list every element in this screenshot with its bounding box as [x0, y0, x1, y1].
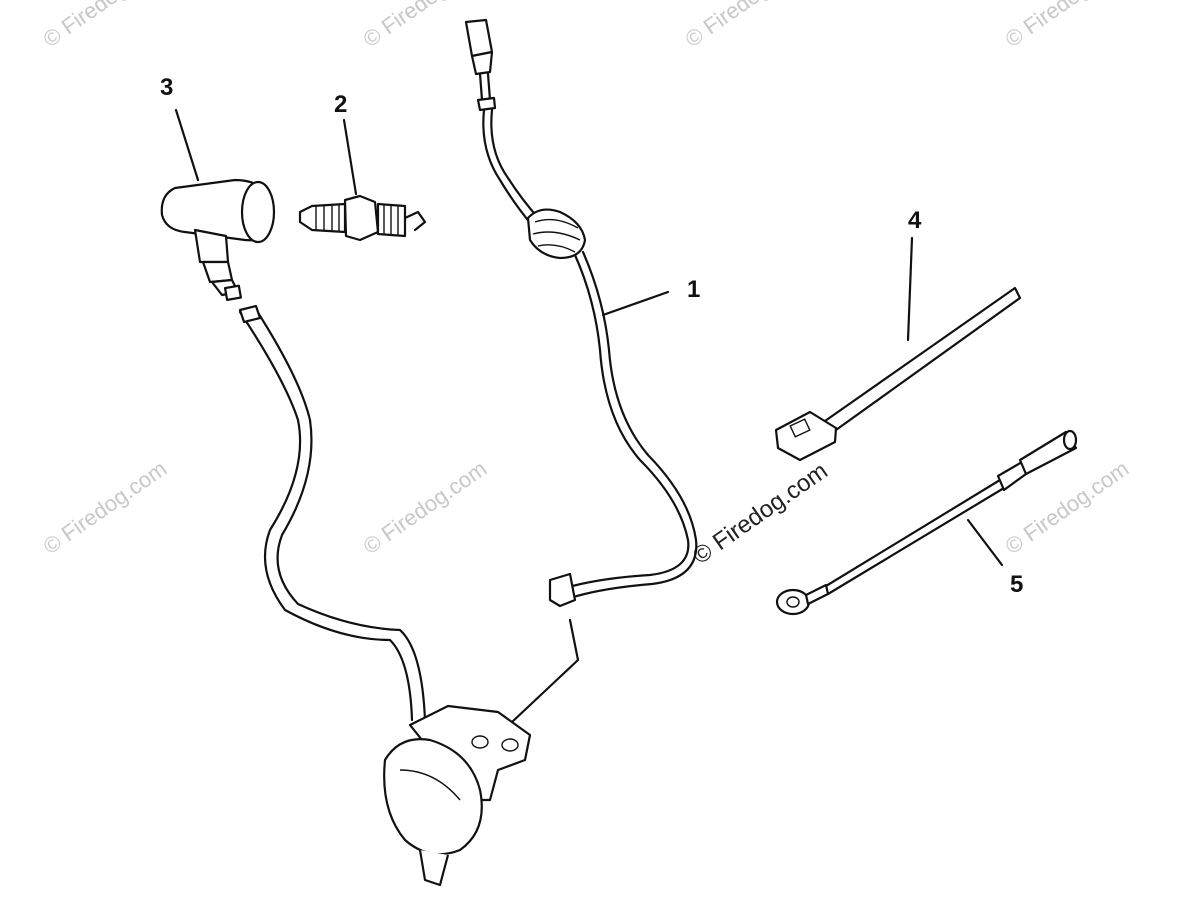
ground-wire	[775, 429, 1078, 616]
watermark-top-3: © Firedog.com	[681, 0, 814, 52]
ignition-wire-harness	[464, 18, 698, 724]
watermark-top-1: © Firedog.com	[39, 0, 172, 52]
spark-plug	[298, 194, 427, 242]
watermark-mid-1: © Firedog.com	[39, 456, 172, 559]
callout-1: 1	[687, 276, 700, 303]
callout-4: 4	[908, 207, 922, 234]
high-tension-lead	[238, 304, 427, 722]
callout-labels: 1 2 3 4 5	[160, 74, 1023, 598]
callout-5: 5	[1010, 571, 1023, 598]
watermark-center: © Firedog.com	[688, 457, 833, 570]
spark-plug-cap	[160, 178, 276, 302]
watermark-top-4: © Firedog.com	[1001, 0, 1134, 52]
watermark-mid-2: © Firedog.com	[359, 456, 492, 559]
callout-3: 3	[160, 74, 173, 101]
ignition-coil	[383, 704, 532, 887]
cable-tie	[774, 236, 1022, 462]
leader-lines	[174, 108, 358, 196]
callout-2: 2	[334, 91, 347, 118]
